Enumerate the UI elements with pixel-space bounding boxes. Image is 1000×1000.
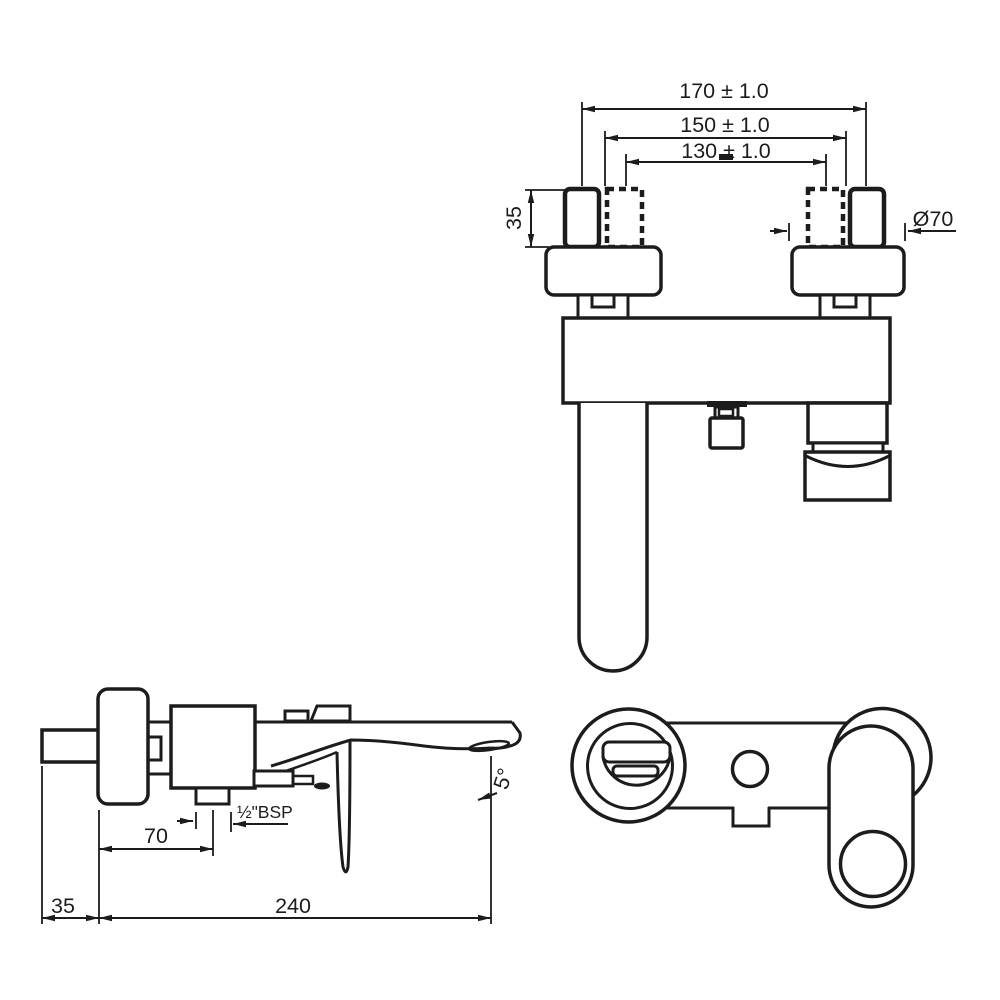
inlet-pipe-left-hidden [604, 186, 645, 250]
dim-label-70: 70 [144, 824, 168, 848]
wall-flange-side [96, 687, 150, 806]
center-mark [719, 154, 733, 160]
dim-label-240: 240 [275, 894, 311, 918]
side-view: 70 ½"BSP 5° 35 240 [40, 687, 522, 924]
valve-adapter [252, 769, 295, 788]
inlet-pipe-right-hidden [805, 186, 846, 250]
lever-pivot-shadow [314, 782, 330, 790]
dim-label-130: 130 ± 1.0 [681, 139, 771, 163]
angle-arrow [477, 792, 498, 801]
spout-underside [270, 738, 492, 768]
dim-label-35-wall: 35 [51, 894, 75, 918]
flange-tab [146, 735, 163, 762]
inlet-pipe-left [562, 186, 602, 250]
connector-notch-right [832, 296, 858, 309]
dim-label-35: 35 [502, 206, 526, 230]
wall-flange-left [544, 245, 663, 297]
handle-top-side [308, 704, 352, 723]
spout-section-top [601, 740, 672, 764]
diverter-plate [707, 401, 747, 407]
spout-section-slot [611, 764, 660, 778]
diverter-side [283, 709, 310, 723]
spout-tip [490, 721, 522, 750]
spout-section-arc [601, 756, 672, 787]
tab-gap [734, 804, 768, 811]
connector-notch-left [590, 296, 616, 309]
handle-end-circle [838, 829, 908, 899]
mixer-body [561, 316, 892, 405]
bottom-view [570, 706, 933, 909]
lever-blade [335, 739, 352, 874]
bottom-tab [731, 807, 771, 828]
diverter-pin [717, 407, 735, 418]
cartridge-block [169, 704, 257, 790]
dim-label-5deg: 5° [489, 765, 518, 792]
handle-cap-arc [805, 454, 890, 468]
dim-label-bsp: ½"BSP [237, 802, 293, 822]
wall-flange-right [790, 245, 906, 297]
inlet-pipe-right [847, 186, 887, 250]
wall-supply-stub [40, 728, 102, 764]
spout-outlet [467, 739, 511, 753]
lever-upper-edge [282, 750, 338, 774]
spout-tube [577, 403, 649, 673]
front-view: 170 ± 1.0 150 ± 1.0 130 ± 1.0 35 Ø70 [502, 79, 956, 673]
valve-adapter-small [291, 774, 315, 786]
diverter-knob [708, 416, 745, 450]
handle-base [806, 401, 889, 445]
diverter-circle [730, 749, 770, 789]
dim-label-dia70: Ø70 [913, 207, 954, 231]
handle-cap [803, 450, 892, 502]
bottom-outlet-port [194, 786, 231, 806]
dim-label-150: 150 ± 1.0 [680, 113, 770, 137]
dim-label-170: 170 ± 1.0 [679, 79, 769, 103]
